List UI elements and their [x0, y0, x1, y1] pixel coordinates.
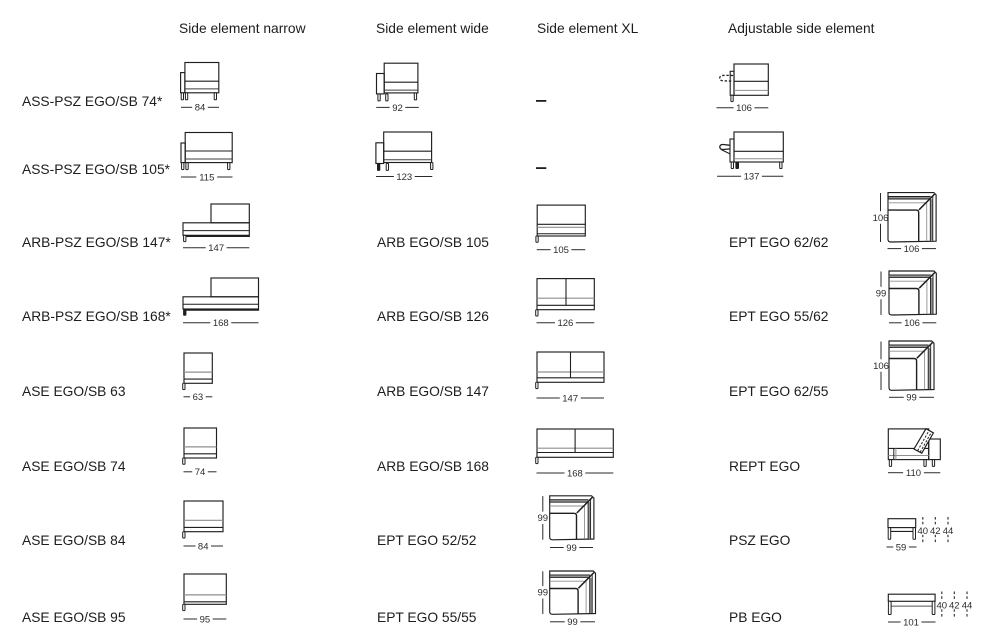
svg-text:123: 123: [396, 172, 412, 183]
svg-text:99: 99: [906, 393, 917, 404]
svg-text:147: 147: [208, 243, 224, 254]
svg-text:44: 44: [962, 600, 973, 611]
svg-text:99: 99: [538, 588, 549, 599]
svg-text:42: 42: [930, 526, 941, 537]
svg-text:137: 137: [744, 172, 760, 183]
svg-text:101: 101: [903, 617, 919, 628]
svg-text:106: 106: [904, 318, 920, 329]
svg-text:106: 106: [873, 361, 889, 372]
svg-text:84: 84: [198, 541, 209, 552]
svg-text:99: 99: [567, 617, 578, 628]
svg-text:95: 95: [200, 614, 211, 625]
svg-text:63: 63: [193, 392, 204, 403]
svg-text:40: 40: [937, 600, 948, 611]
svg-text:105: 105: [553, 245, 569, 256]
svg-text:42: 42: [949, 600, 960, 611]
svg-text:126: 126: [557, 318, 573, 329]
svg-text:110: 110: [906, 468, 921, 479]
svg-text:44: 44: [943, 526, 954, 537]
svg-text:84: 84: [195, 103, 206, 114]
svg-text:168: 168: [213, 318, 229, 329]
svg-text:147: 147: [562, 393, 578, 404]
svg-text:168: 168: [567, 468, 583, 479]
svg-text:40: 40: [918, 526, 929, 537]
svg-text:106: 106: [873, 213, 889, 224]
svg-text:99: 99: [876, 288, 887, 299]
svg-text:99: 99: [566, 543, 577, 554]
svg-text:99: 99: [538, 513, 549, 524]
svg-text:115: 115: [199, 172, 214, 183]
svg-text:106: 106: [904, 244, 920, 255]
svg-text:106: 106: [736, 103, 752, 114]
svg-text:74: 74: [195, 467, 206, 478]
svg-text:59: 59: [896, 542, 907, 553]
svg-text:92: 92: [392, 103, 403, 114]
